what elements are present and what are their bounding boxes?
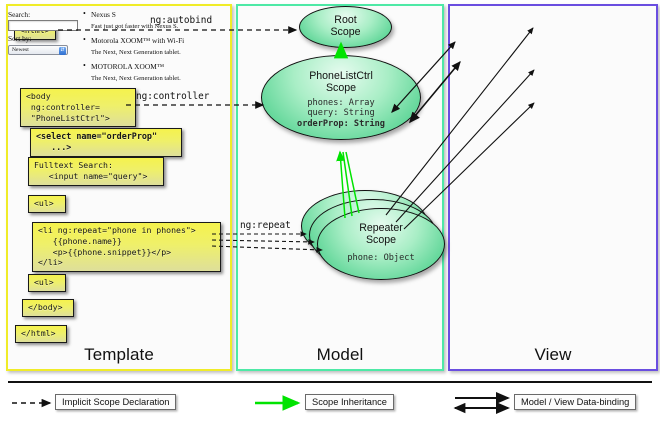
repeater-scope-title: Repeater Scope xyxy=(359,222,403,247)
chevron-updown-icon: ⇵ xyxy=(59,46,66,55)
phone-snippet: Fast just got faster with Nexus S. xyxy=(91,22,179,30)
list-item: Motorola XOOM™ with Wi-Fi The Next, Next… xyxy=(82,35,200,57)
view-form: Search: Sort by: Newest ⇵ xyxy=(8,10,80,55)
repeater-scope-ellipse: Repeater Scope phone: Object xyxy=(317,208,445,280)
phone-snippet: The Next, Next Generation tablet. xyxy=(91,75,181,82)
legend-item-scope-inheritance: Scope Inheritance xyxy=(305,394,394,410)
phone-snippet: The Next, Next Generation tablet. xyxy=(91,48,181,56)
legend-item-implicit-scope-declaration: Implicit Scope Declaration xyxy=(55,394,177,410)
legend-divider xyxy=(8,381,652,383)
label-ng-controller: ng:controller xyxy=(136,91,210,102)
root-scope-title: Root Scope xyxy=(330,14,361,39)
column-label-model: Model xyxy=(316,345,364,364)
code-box-html-close: </html> xyxy=(15,325,67,343)
column-view: View xyxy=(448,4,658,371)
list-item: Nexus S Fast just got faster with Nexus … xyxy=(82,9,200,31)
view-phone-list: Nexus S Fast just got faster with Nexus … xyxy=(82,9,200,89)
sort-label: Sort by: xyxy=(8,34,32,44)
root-scope-ellipse: Root Scope xyxy=(299,6,392,48)
column-label-template: Template xyxy=(84,345,154,364)
phonelistctrl-scope-title: PhoneListCtrl Scope xyxy=(309,70,373,95)
label-ng-repeat: ng:repeat xyxy=(240,220,291,231)
code-box-body-close: </body> xyxy=(22,299,74,317)
legend-item-model-view-data-binding: Model / View Data-binding xyxy=(514,394,637,410)
phonelistctrl-scope-orderprop: orderProp: String xyxy=(297,118,385,129)
repeater-scope-properties: phone: Object xyxy=(347,252,415,263)
list-item: MOTOROLA XOOM™ The Next, Next Generation… xyxy=(82,61,200,83)
phonelistctrl-scope-properties: phones: Array query: String xyxy=(307,97,375,119)
sort-select[interactable]: Newest ⇵ xyxy=(8,44,68,55)
label-ng-autobind: ng:autobind xyxy=(150,15,213,26)
phone-name: Motorola XOOM™ with Wi-Fi xyxy=(82,35,200,46)
code-box-fulltext-search: Fulltext Search: <input name="query"> xyxy=(28,157,164,186)
phonelistctrl-scope-ellipse: PhoneListCtrl Scope phones: Array query:… xyxy=(261,55,421,140)
code-box-select-tag: <select name="orderProp" ...> xyxy=(30,128,182,158)
code-box-ul-close: <ul> xyxy=(28,274,66,292)
search-label: Search: xyxy=(8,10,31,19)
phone-name: Nexus S xyxy=(82,9,200,20)
code-box-ul-open: <ul> xyxy=(28,195,66,213)
sort-select-value: Newest xyxy=(12,46,29,53)
code-box-body-open: <body ng:controller= "PhoneListCtrl"> xyxy=(20,88,136,128)
search-input[interactable] xyxy=(8,20,78,32)
code-box-li-repeat: <li ng:repeat="phone in phones"> {{phone… xyxy=(32,222,221,273)
phone-name: MOTOROLA XOOM™ xyxy=(82,61,200,72)
column-label-view: View xyxy=(534,345,572,364)
